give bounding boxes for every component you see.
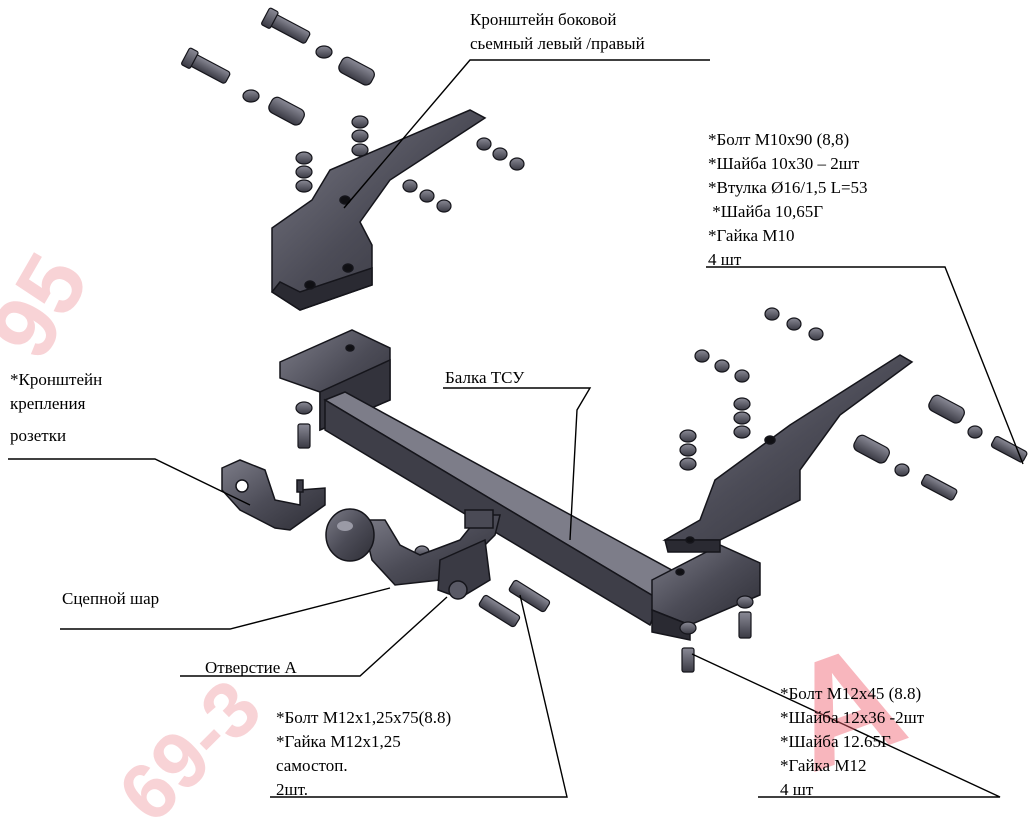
leader-lines [8, 59, 1024, 798]
label-bolt-m10-line-6: 4 шт [708, 250, 742, 269]
label-bolt-m12x45-line-5: 4 шт [780, 780, 814, 799]
tow-ball [325, 508, 501, 600]
label-bolt-m12x125-line-3: самостоп. [276, 756, 348, 775]
exploded-diagram [8, 7, 1028, 798]
label-bolt-m12x125-line-2: *Гайка М12х1,25 [276, 732, 401, 751]
label-socket-bracket: *Кронштейн крепления розетки [10, 368, 102, 448]
label-bolt-m12x125-set: *Болт М12х1,25х75(8.8) *Гайка М12х1,25 с… [276, 706, 451, 802]
label-bolt-m12x125-line-1: *Болт М12х1,25х75(8.8) [276, 708, 452, 727]
label-bolt-m10-line-4: *Шайба 10,65Г [708, 202, 824, 221]
label-beam: Балка ТСУ [445, 368, 525, 387]
label-bolt-m10-set: *Болт М10х90 (8,8) *Шайба 10х30 – 2шт *В… [708, 128, 868, 272]
label-bolt-m12x45-set: *Болт М12х45 (8.8) *Шайба 12х36 -2шт *Ша… [780, 682, 924, 802]
side-bracket-right [662, 354, 914, 553]
label-side-bracket-line-2: сьемный левый /правый [470, 34, 645, 53]
bolts-top-left [181, 7, 525, 213]
label-socket-bracket-line-3: розетки [10, 426, 67, 445]
label-side-bracket: Кронштейн боковой сьемный левый /правый [470, 8, 645, 56]
fasteners-right [679, 307, 1028, 673]
label-socket-bracket-line-1: *Кронштейн [10, 370, 103, 389]
label-bolt-m12x45-line-1: *Болт М12х45 (8.8) [780, 684, 922, 703]
label-side-bracket-line-1: Кронштейн боковой [470, 10, 617, 29]
label-bolt-m10-line-1: *Болт М10х90 (8,8) [708, 130, 850, 149]
label-tow-ball: Сцепной шар [62, 589, 160, 608]
label-bolt-m12x45-line-2: *Шайба 12х36 -2шт [780, 708, 925, 727]
side-bracket-left [270, 109, 487, 311]
label-bolt-m10-line-5: *Гайка М10 [708, 226, 795, 245]
label-bolt-m12x45-line-3: *Шайба 12.65Г [780, 732, 891, 751]
label-socket-bracket-line-2: крепления [10, 394, 86, 413]
label-bolt-m10-line-2: *Шайба 10х30 – 2шт [708, 154, 860, 173]
label-bolt-m12x125-line-4: 2шт. [276, 780, 308, 799]
socket-bracket [221, 459, 326, 531]
label-bolt-m10-line-3: *Втулка Ø16/1,5 L=53 [708, 178, 868, 197]
label-bolt-m12x45-line-4: *Гайка М12 [780, 756, 867, 775]
label-hole-a: Отверстие А [205, 658, 297, 677]
